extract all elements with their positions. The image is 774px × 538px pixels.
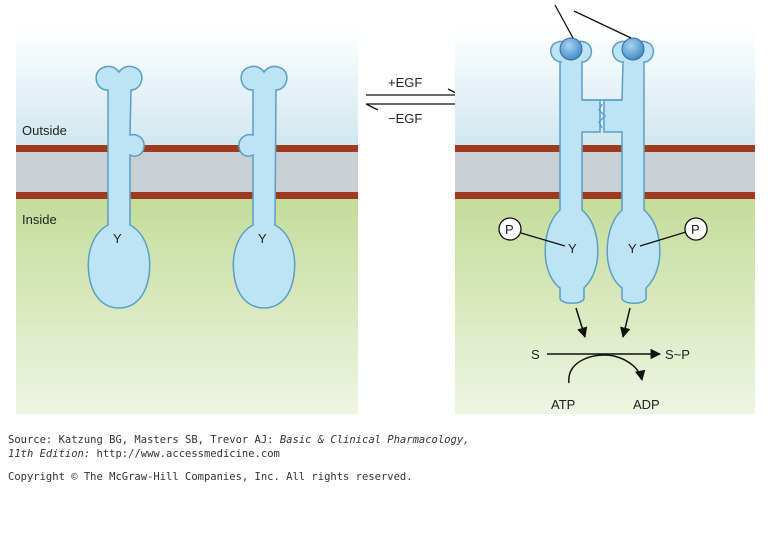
- source-prefix: Source: Katzung BG, Masters SB, Trevor A…: [8, 434, 280, 446]
- egf-pointer-lines: [554, 4, 632, 39]
- atp-adp-curve: [568, 354, 646, 384]
- right-membrane-inner-edge: [455, 192, 755, 199]
- left-membrane-core: [16, 147, 358, 197]
- left-membrane-outer-edge: [16, 145, 358, 152]
- phospho-bond-right: [639, 231, 687, 247]
- left-membrane-inner-edge: [16, 192, 358, 199]
- book-title: Basic & Clinical Pharmacology,: [279, 434, 470, 446]
- egf-ligand-left: [559, 37, 583, 61]
- adp-label: ADP: [633, 397, 660, 412]
- phosphate-circle-left: [498, 217, 522, 241]
- source-citation: Source: Katzung BG, Masters SB, Trevor A…: [8, 434, 469, 446]
- inside-label: Inside: [22, 212, 57, 227]
- tyrosine-label-right-1: Y: [568, 241, 577, 256]
- equilibrium-arrows: +EGF −EGF: [365, 75, 461, 126]
- source-url: http://www.accessmedicine.com: [96, 448, 280, 460]
- phosphate-label-left: P: [505, 222, 514, 237]
- edition-label: 11th Edition:: [8, 448, 97, 460]
- phosphate-label-right: P: [691, 222, 700, 237]
- kinase-arrow-right: [620, 307, 631, 339]
- source-edition-line: 11th Edition: http://www.accessmedicine.…: [8, 448, 280, 460]
- tyrosine-label-left-1: Y: [113, 231, 122, 246]
- copyright-notice: Copyright © The McGraw-Hill Companies, I…: [8, 471, 413, 483]
- receptor-dimer: [544, 40, 661, 304]
- egf-ligand-right: [621, 37, 645, 61]
- minus-egf-label: −EGF: [388, 111, 422, 126]
- left-panel: Outside Inside Y Y: [16, 27, 358, 414]
- tyrosine-label-left-2: Y: [258, 231, 267, 246]
- right-membrane-core: [455, 147, 755, 197]
- phospho-bond-left: [520, 232, 566, 247]
- outside-label: Outside: [22, 123, 67, 138]
- kinase-arrow-left: [575, 307, 588, 339]
- phosphate-circle-right: [684, 217, 708, 241]
- reverse-arrow-head: [365, 103, 379, 111]
- product-label: S~P: [665, 347, 690, 362]
- right-membrane-outer-edge: [455, 145, 755, 152]
- left-intracellular-region: [16, 199, 358, 414]
- plus-egf-label: +EGF: [388, 75, 422, 90]
- tyrosine-label-right-2: Y: [628, 241, 637, 256]
- atp-label: ATP: [551, 397, 575, 412]
- substrate-label: S: [531, 347, 540, 362]
- dimer-contact-zigzag: [598, 103, 606, 129]
- left-extracellular-region: [16, 27, 358, 147]
- right-panel: Y Y P P S S~P ATP ADP: [455, 4, 755, 414]
